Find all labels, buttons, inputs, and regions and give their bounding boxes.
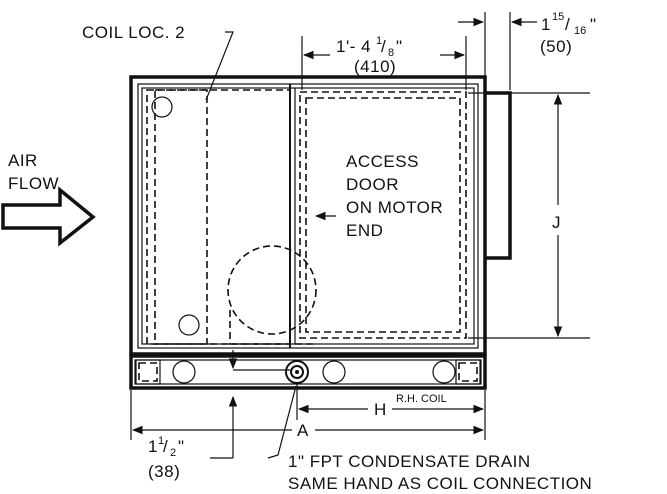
dim-door-width [301,36,467,90]
coil-location-label: COIL LOC. 2 [82,23,185,42]
knockout [322,360,346,384]
leader-condensate-drain [267,385,297,459]
svg-text:1: 1 [541,15,551,34]
dim-a-label: A [297,421,309,440]
access-door-label: DOOR [346,175,399,194]
access-door-outline [299,91,467,339]
rh-coil-label: R.H. COIL [396,393,447,405]
knockout [432,360,456,384]
drain-pan [129,354,487,390]
svg-text:16: 16 [574,25,586,37]
svg-text:/: / [381,37,386,56]
svg-text:(50): (50) [540,37,572,56]
coil-outline [146,89,291,345]
access-door-label: ON MOTOR [346,198,443,217]
svg-text:/: / [163,437,168,456]
svg-text:1: 1 [158,435,164,447]
svg-text:": " [396,37,403,56]
access-door-label: ACCESS [346,152,419,171]
side-offset-dimension-text: 1 15 / 16 " (50) [540,11,597,56]
svg-text:2: 2 [170,447,176,459]
air-flow-arrow [1,186,96,247]
svg-text:(410): (410) [354,57,396,76]
svg-text:15: 15 [552,11,564,23]
svg-text:8: 8 [388,47,394,59]
dim-side-offset [458,12,537,90]
svg-text:/: / [565,15,570,34]
svg-text:": " [178,437,185,456]
svg-text:": " [590,15,597,34]
svg-text:1: 1 [376,35,382,47]
dim-h [296,384,486,440]
svg-text:1'- 4: 1'- 4 [336,37,371,56]
dim-j-label: J [552,213,561,232]
knockout [172,360,196,384]
coil-connection-upper [151,96,173,118]
door-width-dimension-text: 1'- 4 1 / 8 " (410) [336,35,403,76]
dim-a [130,390,485,440]
air-flow-label: FLOW [8,174,59,193]
coil-connection-lower [178,314,200,336]
access-door-label: END [346,221,383,240]
drain-offset-dimension-text: 1 1 / 2 " (38) [148,435,185,481]
dim-j [468,92,590,339]
drain-note-line1: 1" FPT CONDENSATE DRAIN [288,452,531,471]
svg-text:(38): (38) [148,462,180,481]
leader-coil-loc [205,31,234,101]
air-flow-label: AIR [8,151,38,170]
dim-h-label: H [374,400,387,419]
dim-drain-offset [210,350,290,459]
svg-text:1: 1 [148,437,158,456]
drain-note-line2: SAME HAND AS COIL CONNECTION [288,474,592,493]
condensate-drain-fitting [285,360,309,384]
blower-outline [227,245,317,345]
